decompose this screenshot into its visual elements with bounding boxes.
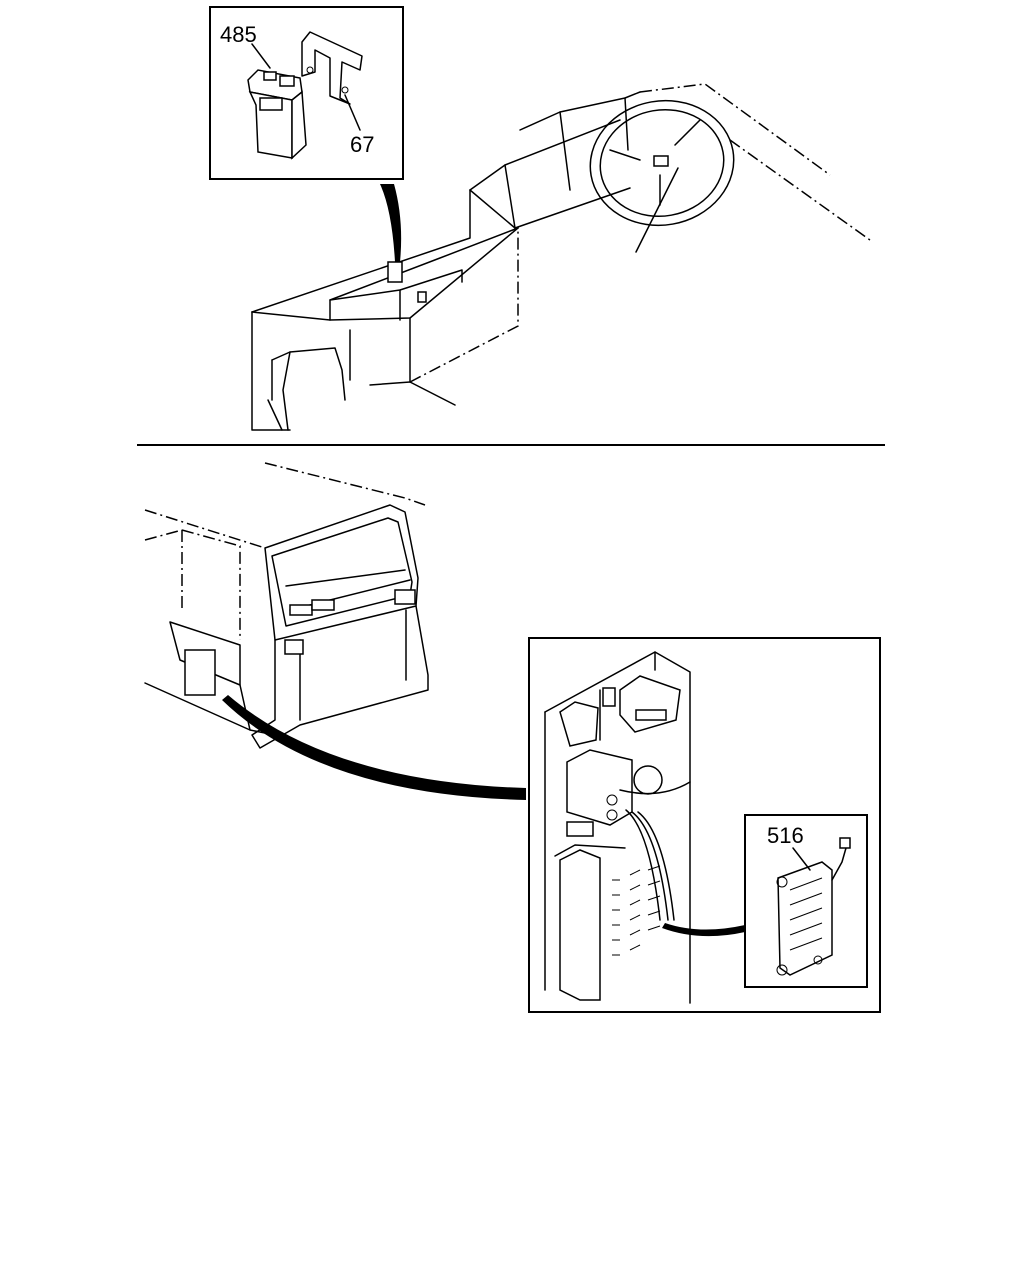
pointer-arrow-top: [380, 184, 402, 262]
detail-frame-516: 516: [744, 814, 868, 988]
callout-485: 485: [220, 22, 257, 47]
detail-frame-bracket: 485 67: [209, 6, 404, 180]
dashboard-illustration: [251, 83, 871, 431]
callout-516: 516: [767, 823, 804, 848]
callout-67: 67: [350, 132, 374, 157]
pointer-arrow-inner: [662, 923, 745, 937]
pointer-arrow-bottom: [222, 695, 526, 800]
cab-illustration: [144, 462, 429, 749]
